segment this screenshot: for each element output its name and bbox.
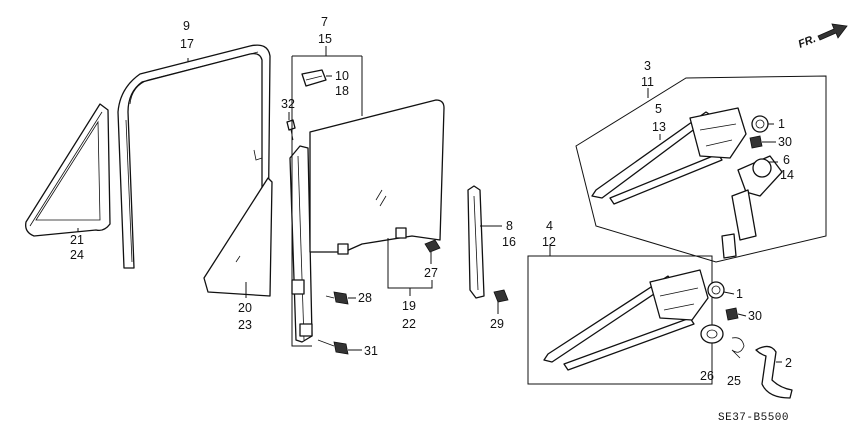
bolt-30-lower [725,307,739,321]
bolt-27 [424,239,441,253]
glass-holder-clip [301,69,327,87]
bolt-31 [317,339,349,355]
quarter-glass [203,177,273,297]
callout-18: 18 [335,84,349,98]
callout-17: 17 [180,37,194,51]
diagram-code: SE37-B5500 [718,412,789,424]
callout-24: 24 [70,248,84,262]
callout-9: 9 [183,19,190,33]
callout-13: 13 [652,120,666,134]
callout-31: 31 [364,344,378,358]
door-glass [309,99,445,255]
callout-23: 23 [238,318,252,332]
window-crank-handle [755,345,793,399]
callout-30-upper: 30 [778,135,792,149]
callout-6: 6 [783,153,790,167]
callout-22: 22 [402,317,416,331]
screw-32 [286,119,296,141]
callout-11: 11 [641,75,654,89]
callout-3: 3 [644,59,651,73]
callout-19: 19 [402,299,416,313]
bolt-28 [325,291,349,305]
bolt-29 [493,289,509,303]
regulator-washer [700,324,724,344]
callout-2: 2 [785,356,792,370]
callout-20: 20 [238,301,252,315]
callout-28: 28 [358,291,372,305]
callout-5: 5 [655,102,662,116]
callout-12: 12 [542,235,556,249]
callout-10: 10 [335,69,349,83]
front-corner-sash [25,103,111,237]
callout-labels: 9 17 7 15 10 18 32 3 11 5 13 1 30 6 14 2… [70,15,794,388]
callout-21: 21 [70,233,84,247]
window-regulator-assembly-lower [527,255,725,385]
callout-29: 29 [490,317,504,331]
front-arrow-icon [817,23,848,41]
rear-glass-channel [467,185,485,299]
front-direction-label: FR. [797,33,818,51]
callout-32: 32 [281,97,295,111]
front-direction-indicator: FR. [797,23,848,51]
leader-lines [77,46,782,363]
callout-30-lower: 30 [748,309,762,323]
callout-8: 8 [506,219,513,233]
window-regulator-assembly-upper [575,75,827,263]
callout-26: 26 [700,369,714,383]
callout-15: 15 [318,32,332,46]
callout-4: 4 [546,219,553,233]
callout-25: 25 [727,374,741,388]
callout-27: 27 [424,266,438,280]
callout-14: 14 [780,168,794,182]
callout-1-lower: 1 [736,287,743,301]
handle-clip [731,337,745,359]
callout-16: 16 [502,235,516,249]
callout-7: 7 [321,15,328,29]
callout-1-upper: 1 [778,117,785,131]
center-sash-channel [289,145,313,343]
